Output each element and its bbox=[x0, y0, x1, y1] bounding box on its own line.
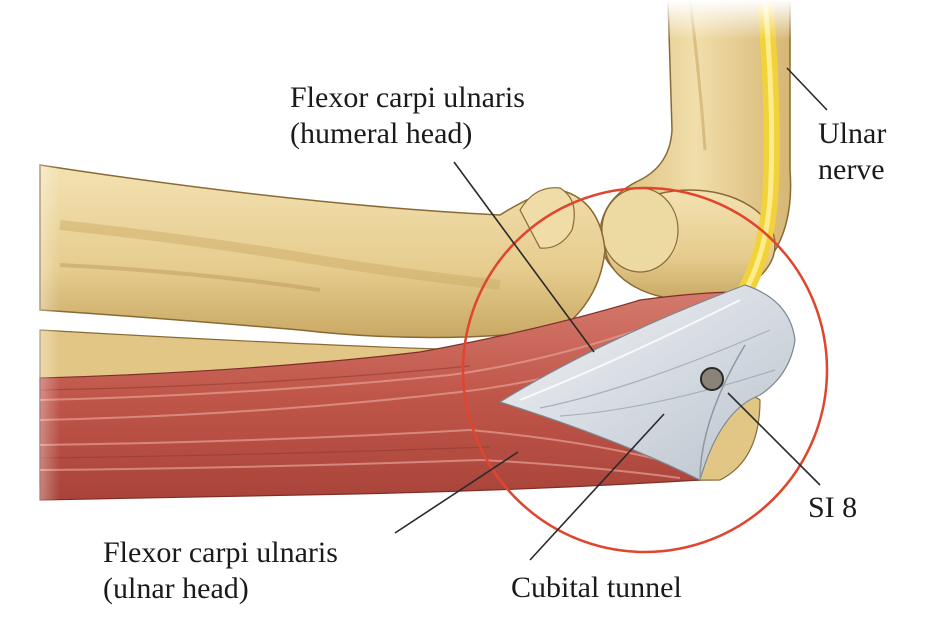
label-fcu-humeral-line1: Flexor carpi ulnaris bbox=[290, 81, 525, 114]
label-flexor-carpi-ulnaris-ulnar-head: Flexor carpi ulnaris (ulnar head) bbox=[103, 535, 338, 607]
label-flexor-carpi-ulnaris-humeral-head: Flexor carpi ulnaris (humeral head) bbox=[290, 80, 525, 152]
si8-point-marker bbox=[700, 367, 724, 391]
leader-line-si8 bbox=[727, 392, 821, 486]
leader-line-cubital-tunnel bbox=[529, 413, 665, 561]
left-fade bbox=[0, 140, 60, 520]
label-ulnar-nerve-line2: nerve bbox=[818, 153, 885, 186]
leader-lines bbox=[394, 67, 828, 561]
label-fcu-ulnar-line2: (ulnar head) bbox=[103, 572, 249, 605]
leader-line-fcu-ulnar bbox=[394, 451, 519, 534]
label-fcu-ulnar-line1: Flexor carpi ulnaris bbox=[103, 536, 338, 569]
top-fade bbox=[0, 0, 946, 40]
label-fcu-humeral-line2: (humeral head) bbox=[290, 117, 473, 150]
label-si8: SI 8 bbox=[808, 491, 858, 524]
label-cubital-tunnel: Cubital tunnel bbox=[511, 571, 682, 604]
leader-line-fcu-humeral bbox=[453, 161, 595, 353]
label-ulnar-nerve: Ulnar nerve bbox=[818, 116, 886, 188]
leader-line-ulnar-nerve bbox=[786, 67, 828, 111]
cubital-tunnel-highlight-circle bbox=[461, 186, 829, 554]
label-ulnar-nerve-line1: Ulnar bbox=[818, 117, 887, 150]
arcuate-ligament bbox=[498, 284, 796, 481]
